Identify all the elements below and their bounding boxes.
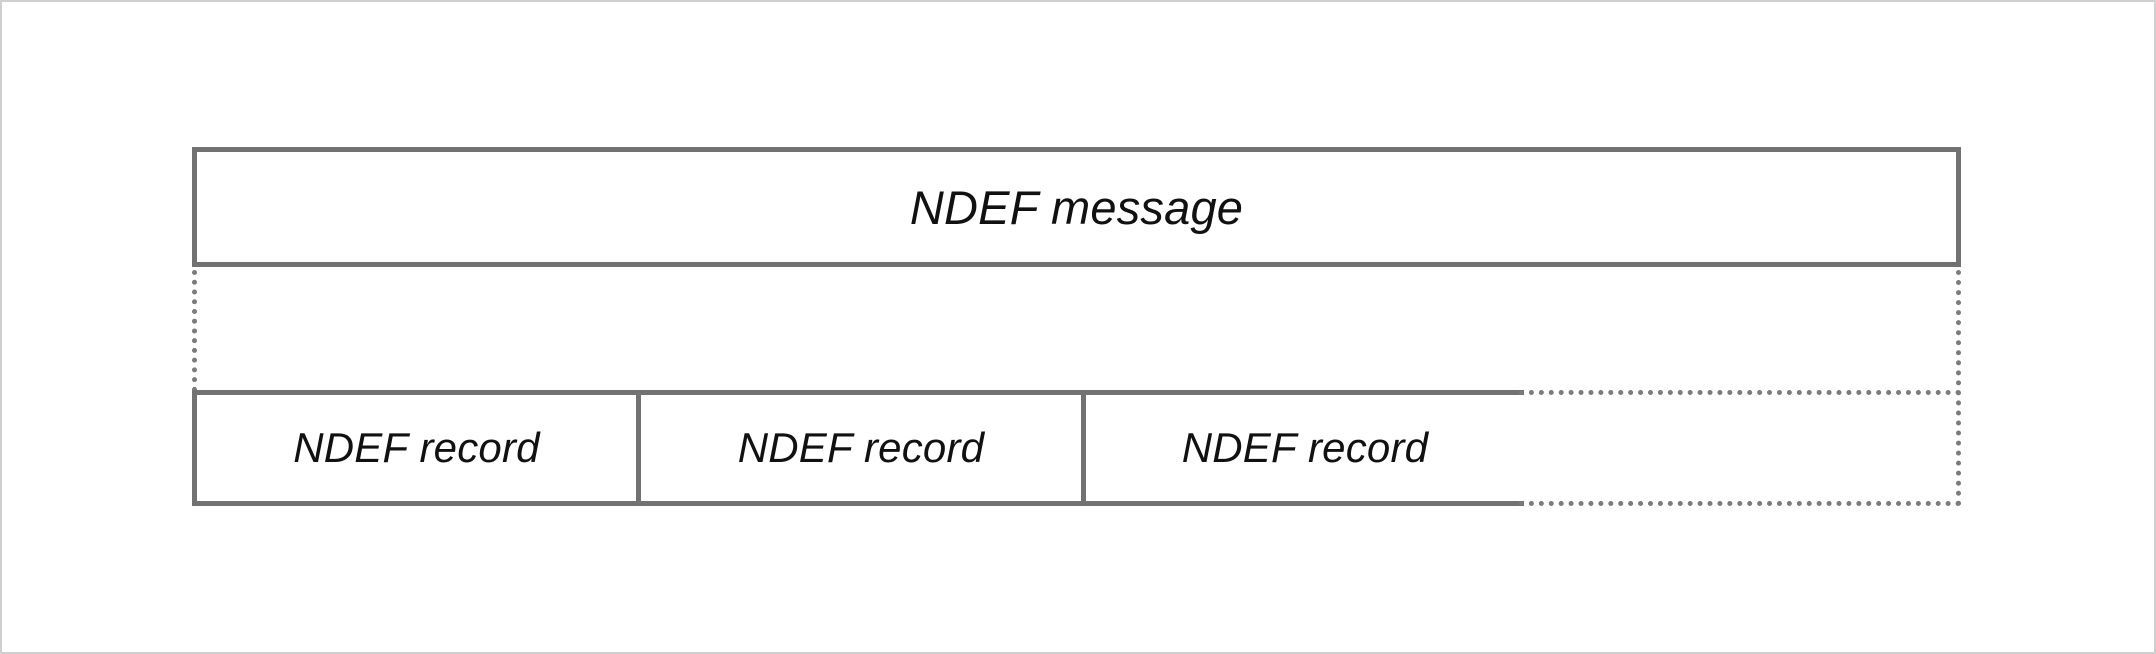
connector-dotted-line-left [192, 270, 197, 392]
ndef-message-box: NDEF message [192, 147, 1961, 267]
ndef-record-label: NDEF record [293, 424, 540, 471]
connector-dotted-line-right [1956, 270, 1961, 506]
ndef-record-label: NDEF record [737, 424, 985, 471]
ndef-record-label: NDEF record [1181, 424, 1429, 471]
ndef-record-box-3: NDEF record [1081, 395, 1524, 501]
ndef-record-box-1: NDEF record [197, 395, 636, 501]
ndef-message-label: NDEF message [909, 180, 1244, 234]
ndef-record-box-2: NDEF record [636, 395, 1081, 501]
ndef-record-continuation-dotted-box [1519, 390, 1961, 506]
ndef-record-row: NDEF record NDEF record NDEF record [192, 390, 1524, 506]
